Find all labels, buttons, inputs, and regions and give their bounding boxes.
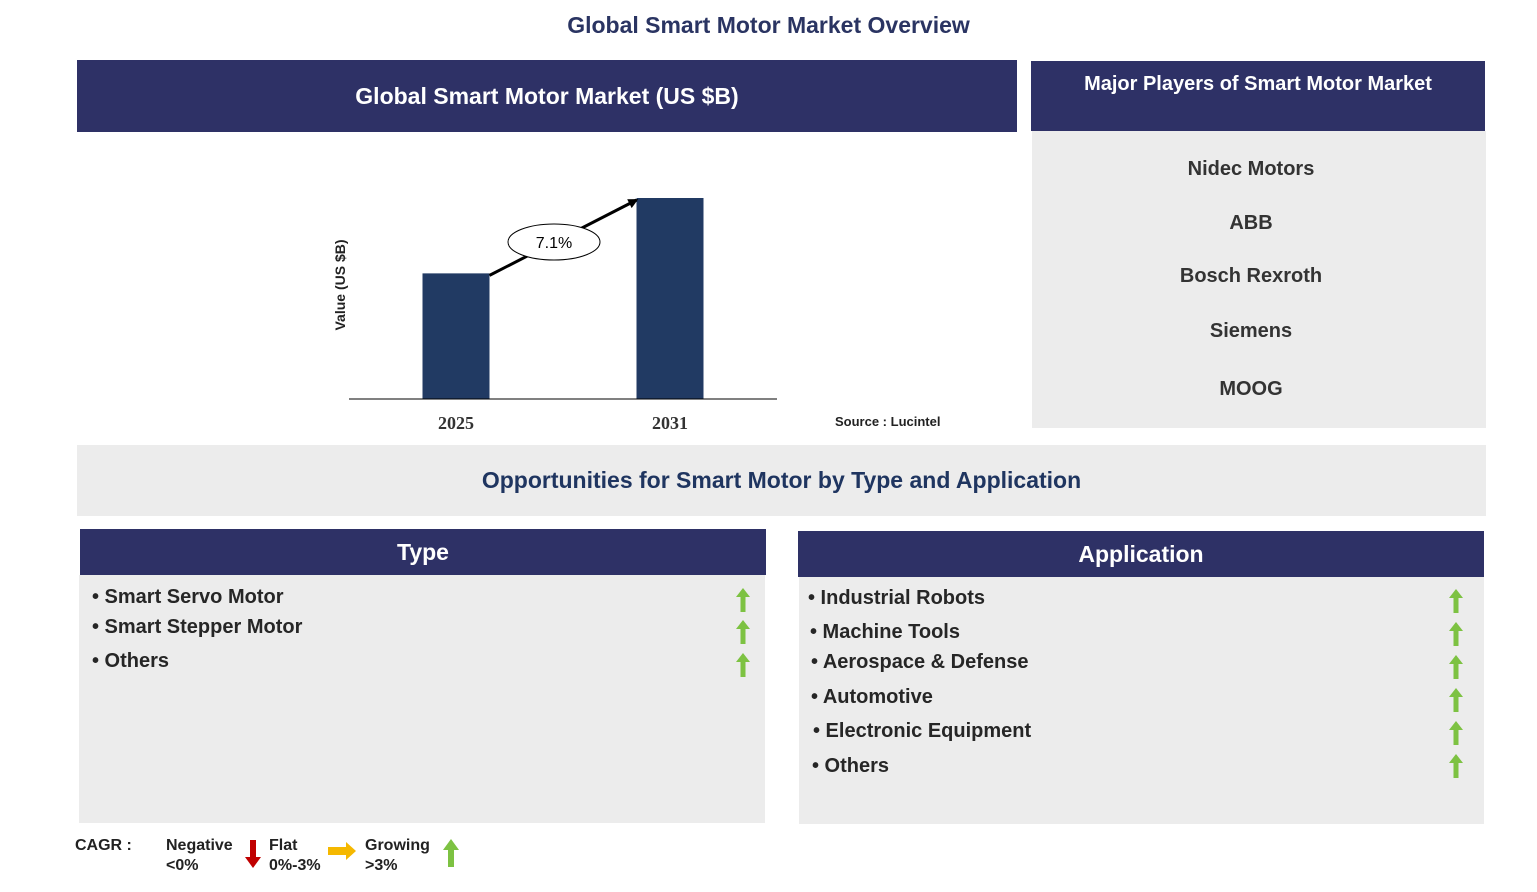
players-list: Nidec Motors ABB Bosch Rexroth Siemens M… xyxy=(1032,131,1486,428)
growing-arrow-icon xyxy=(736,588,750,612)
growing-arrow-icon xyxy=(736,620,750,644)
player-item: Bosch Rexroth xyxy=(1179,265,1323,287)
player-item: ABB xyxy=(1229,212,1273,234)
negative-arrow-icon xyxy=(245,840,261,868)
legend-growing-range: >3% xyxy=(365,857,398,874)
legend-flat-label: Flat xyxy=(269,837,298,854)
cagr-bubble xyxy=(507,223,601,261)
type-header: Type xyxy=(80,529,766,575)
page-title: Global Smart Motor Market Overview xyxy=(567,12,970,38)
application-item: • Aerospace & Defense xyxy=(811,651,1029,673)
application-header: Application xyxy=(798,531,1484,577)
legend-flat-range: 0%-3% xyxy=(269,857,321,874)
x-tick-labels: 2025 2031 xyxy=(438,413,688,433)
legend-growing-label: Growing xyxy=(365,837,430,854)
growing-arrow-icon xyxy=(1449,721,1463,745)
legend-cagr-label: CAGR : xyxy=(75,837,132,854)
growing-arrow-icon xyxy=(1449,754,1463,778)
y-axis-label: Value (US $B) xyxy=(332,239,348,330)
cagr-label: 7.1% xyxy=(536,235,572,252)
growing-arrow-icon xyxy=(1449,622,1463,646)
flat-arrow-icon xyxy=(328,842,356,860)
type-item: • Others xyxy=(92,650,170,672)
bar-2031 xyxy=(636,198,704,399)
x-tick-label: 2025 xyxy=(438,413,474,433)
type-item: • Smart Stepper Motor xyxy=(92,616,303,638)
growing-arrow-icon xyxy=(1449,688,1463,712)
type-list: • Smart Servo Motor • Smart Stepper Moto… xyxy=(79,575,765,823)
legend-negative-label: Negative xyxy=(166,837,233,854)
application-item: • Industrial Robots xyxy=(808,587,986,609)
application-item: • Automotive xyxy=(811,686,933,708)
growing-arrow-icon xyxy=(736,653,750,677)
players-header: Major Players of Smart Motor Market xyxy=(1031,61,1485,131)
legend-negative: Negative <0% xyxy=(166,836,233,876)
legend-flat: Flat 0%-3% xyxy=(269,836,321,876)
bar-chart: Value (US $B) 2025 2031 7.1% xyxy=(332,198,777,433)
bars-group xyxy=(422,198,704,399)
legend-growing: Growing >3% xyxy=(365,836,430,876)
application-item: • Machine Tools xyxy=(810,621,960,643)
application-item: • Others xyxy=(812,755,890,777)
player-item: MOOG xyxy=(1219,378,1283,400)
x-tick-label: 2031 xyxy=(652,413,688,433)
type-item: • Smart Servo Motor xyxy=(92,586,284,608)
growing-arrow-icon xyxy=(1449,589,1463,613)
growing-arrow-icon xyxy=(443,839,459,867)
application-item: • Electronic Equipment xyxy=(813,720,1032,742)
bar-2025 xyxy=(422,273,490,399)
opportunities-title: Opportunities for Smart Motor by Type an… xyxy=(77,445,1486,516)
chart-header: Global Smart Motor Market (US $B) xyxy=(77,60,1017,132)
source-note: Source : Lucintel xyxy=(835,414,941,429)
application-list: • Industrial Robots • Machine Tools • Ae… xyxy=(799,577,1484,824)
player-item: Nidec Motors xyxy=(1187,158,1315,180)
growing-arrow-icon xyxy=(1449,655,1463,679)
legend-negative-range: <0% xyxy=(166,857,199,874)
player-item: Siemens xyxy=(1209,320,1293,342)
